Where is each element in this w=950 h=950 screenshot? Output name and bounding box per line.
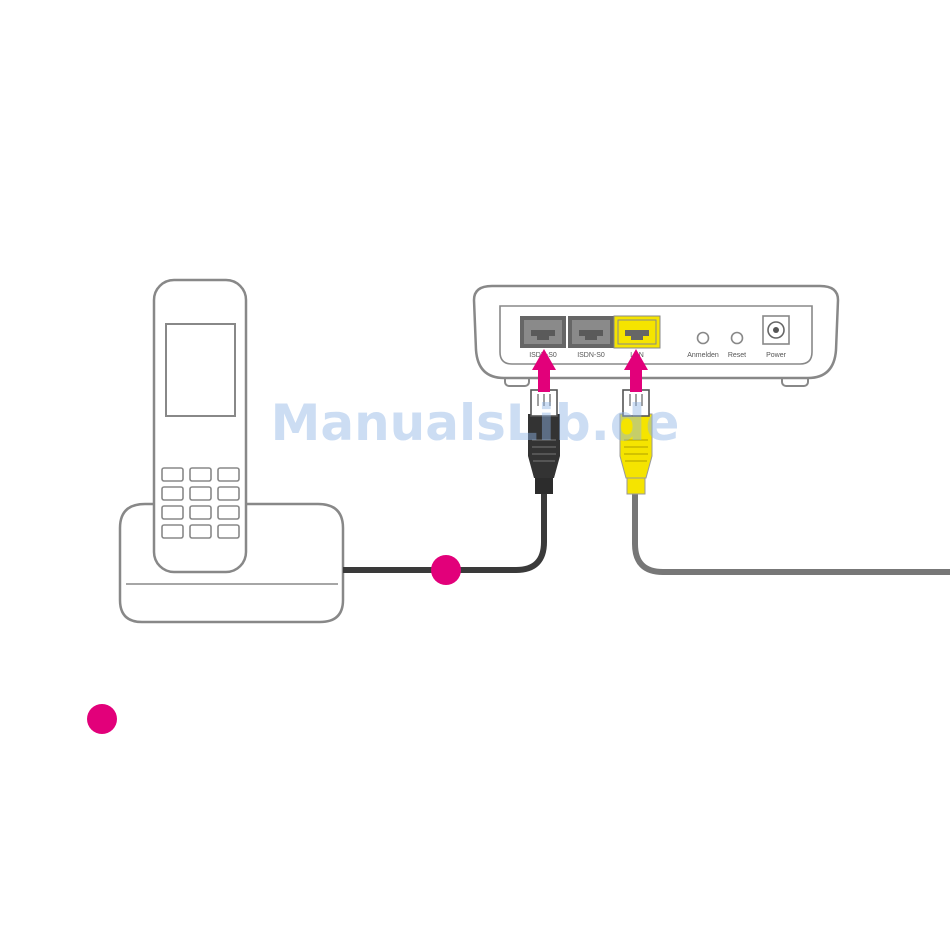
power-socket: Power: [763, 316, 789, 359]
router: ISDN-S0 ISDN-S0 LAN Anmelden Reset Power: [474, 286, 838, 386]
phone-handset: [154, 280, 246, 572]
anmelden-button-label: Anmelden: [687, 352, 719, 359]
reset-button-label: Reset: [728, 352, 746, 359]
cable-marker-dot: [431, 555, 461, 585]
watermark-text: ManualsLib.de: [271, 394, 680, 452]
power-socket-label: Power: [766, 352, 787, 359]
lan-cable: [635, 490, 950, 572]
isdn-port-2-label: ISDN-S0: [577, 352, 605, 359]
legend-marker-dot: [87, 704, 117, 734]
